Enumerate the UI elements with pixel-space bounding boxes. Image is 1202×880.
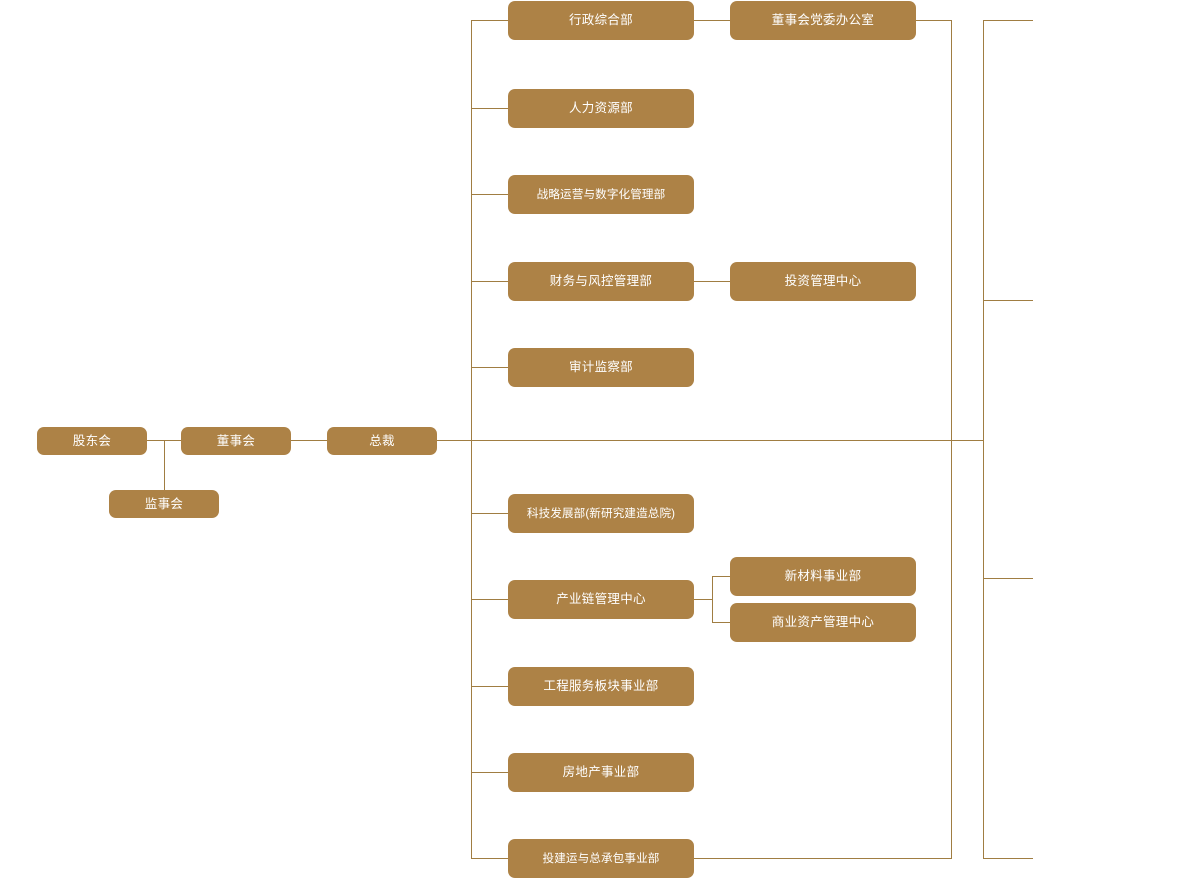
node-shareholders-meeting[interactable]: 股东会 [37,427,147,455]
node-epc-division[interactable]: 投建运与总承包事业部 [508,839,694,878]
connector-admin-to-party-office [694,20,730,21]
outer-rail-stub-mid-upper [983,300,1033,301]
connector-inner-rail-to-epc [694,858,952,859]
connector-to-new-materials [712,576,730,577]
connector-stub-epc [471,858,508,859]
outer-rail-stub-mid-lower [983,578,1033,579]
connector-stub-tech [471,513,508,514]
connector-supply-chain-out [694,599,712,600]
connector-party-office-to-inner-rail [916,20,952,21]
node-supply-chain-center[interactable]: 产业链管理中心 [508,580,694,619]
connector-to-commercial-assets [712,622,730,623]
connector-stub-hr [471,108,508,109]
node-dept-audit[interactable]: 审计监察部 [508,348,694,387]
connector-supply-chain-split [712,576,713,622]
outer-rail-stub-bottom [983,858,1033,859]
node-dept-finance-risk[interactable]: 财务与风控管理部 [508,262,694,301]
connector-stub-finance [471,281,508,282]
connector-stub-engineering [471,686,508,687]
node-dept-strategy-digital[interactable]: 战略运营与数字化管理部 [508,175,694,214]
node-dept-hr[interactable]: 人力资源部 [508,89,694,128]
connector-stub-strategy [471,194,508,195]
connector-finance-to-investment [694,281,730,282]
trunk-lower [471,440,472,858]
outer-rail-stub-top [983,20,1033,21]
node-investment-center[interactable]: 投资管理中心 [730,262,916,301]
connector-stub-admin [471,20,508,21]
node-president[interactable]: 总裁 [327,427,437,455]
trunk-upper [471,20,472,440]
node-board-of-directors[interactable]: 董事会 [181,427,291,455]
connector-board-to-president [291,440,327,441]
node-real-estate-division[interactable]: 房地产事业部 [508,753,694,792]
connector-president-trunk [437,440,983,441]
node-engineering-services-division[interactable]: 工程服务板块事业部 [508,667,694,706]
node-new-materials-division[interactable]: 新材料事业部 [730,557,916,596]
connector-stub-supply-chain [471,599,508,600]
connector-supervisory-drop [164,440,165,490]
connector-stub-audit [471,367,508,368]
connector-stub-realestate [471,772,508,773]
node-dept-tech-development[interactable]: 科技发展部(新研究建造总院) [508,494,694,533]
rail-outer-vertical [983,20,984,858]
node-board-party-office[interactable]: 董事会党委办公室 [730,1,916,40]
rail-inner-vertical [951,20,952,858]
node-commercial-assets-center[interactable]: 商业资产管理中心 [730,603,916,642]
node-supervisory-board[interactable]: 监事会 [109,490,219,518]
node-dept-admin[interactable]: 行政综合部 [508,1,694,40]
